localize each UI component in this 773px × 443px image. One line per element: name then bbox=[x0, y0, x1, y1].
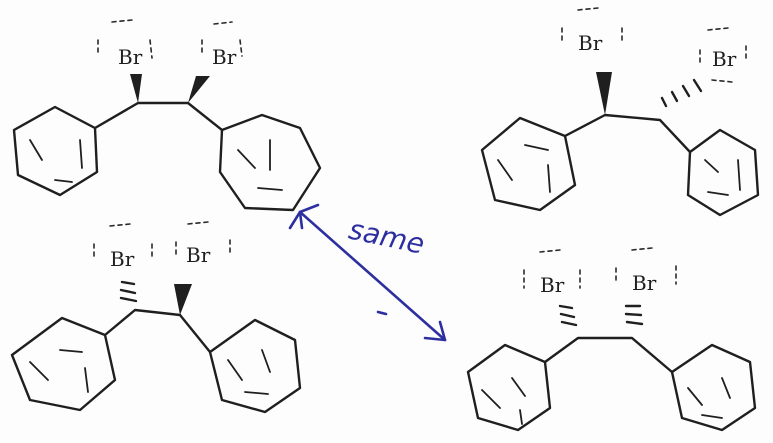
hash-bond bbox=[558, 304, 578, 327]
ring-right bbox=[686, 128, 760, 217]
br-label: Br bbox=[712, 47, 737, 71]
arrow-shaft bbox=[298, 210, 447, 342]
backbone bbox=[93, 101, 224, 132]
br-label: Br bbox=[540, 273, 565, 297]
ring-right-inner bbox=[687, 377, 731, 419]
br-label: Br bbox=[118, 45, 143, 69]
backbone bbox=[563, 113, 692, 154]
br-label: Br bbox=[578, 31, 603, 55]
backbone bbox=[103, 308, 212, 354]
wedge-bond bbox=[188, 76, 210, 103]
lone-pairs bbox=[97, 19, 243, 59]
backbone bbox=[543, 336, 674, 374]
molecule-bottom-left: Br Br bbox=[10, 221, 302, 414]
lone-pairs bbox=[561, 7, 747, 83]
ring-right bbox=[208, 318, 302, 414]
ring-right-inner bbox=[237, 139, 283, 191]
arrow-mark bbox=[376, 310, 388, 316]
hash-bond bbox=[624, 304, 644, 326]
molecule-bottom-right: Br Br bbox=[466, 247, 757, 432]
wedge-bond bbox=[596, 72, 612, 115]
same-label: same bbox=[346, 213, 427, 261]
wedge-bond bbox=[174, 284, 192, 315]
ring-left bbox=[10, 316, 117, 412]
ring-left-inner bbox=[29, 139, 83, 183]
ring-left-inner bbox=[481, 377, 526, 425]
molecule-top-left: Br Br bbox=[12, 19, 322, 212]
ring-right-inner bbox=[704, 159, 741, 196]
ring-left bbox=[480, 116, 577, 212]
ring-right-inner bbox=[227, 349, 271, 395]
lone-pairs bbox=[523, 247, 677, 289]
br-label: Br bbox=[186, 243, 211, 267]
arrow-tail-mark bbox=[288, 210, 302, 230]
ring-left bbox=[466, 343, 552, 432]
same-arrow: same bbox=[288, 203, 447, 342]
molecule-top-right: Br Br bbox=[480, 7, 760, 217]
hash-bond bbox=[119, 280, 138, 303]
ring-left-inner bbox=[29, 349, 89, 393]
ring-left bbox=[12, 105, 99, 197]
br-label: Br bbox=[632, 271, 657, 295]
arrow-head-end bbox=[423, 320, 447, 342]
br-label: Br bbox=[212, 45, 237, 69]
hash-bond bbox=[660, 78, 703, 108]
lone-pairs bbox=[93, 221, 231, 261]
ring-left-inner bbox=[497, 144, 551, 193]
wedge-bond bbox=[130, 74, 142, 103]
ring-right bbox=[218, 113, 322, 212]
br-label: Br bbox=[110, 247, 135, 271]
